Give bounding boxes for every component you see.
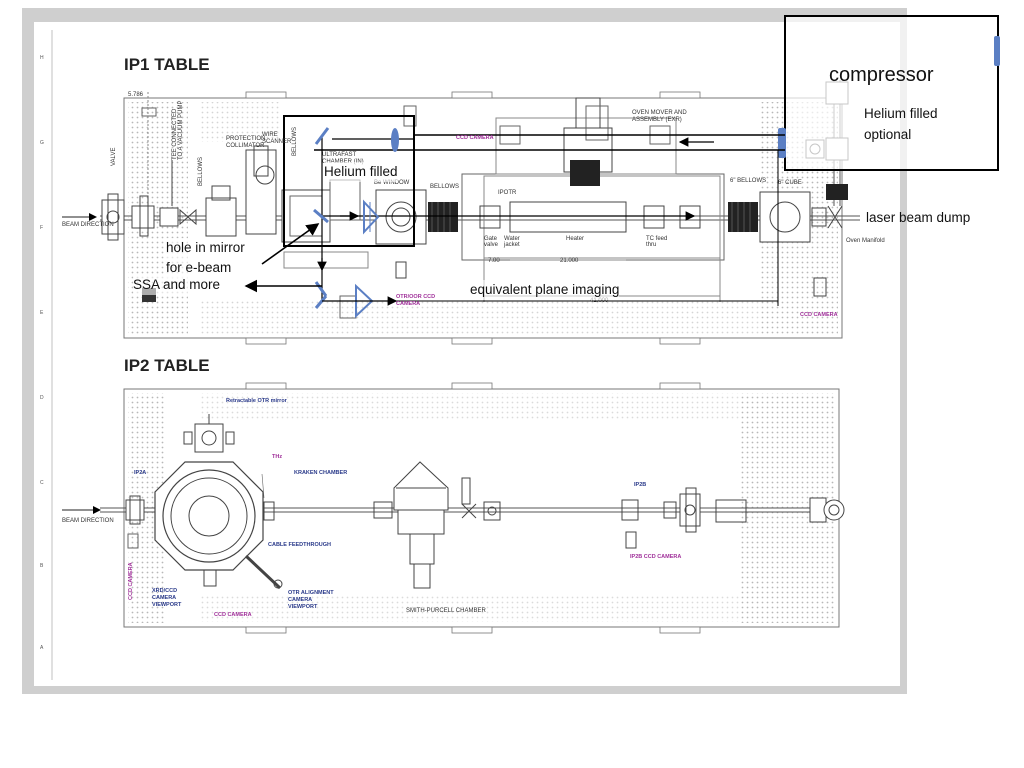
equivalent-plane-label: equivalent plane imaging <box>470 280 620 300</box>
ip2a-label: IP2A <box>134 470 147 476</box>
tc-feed-label: TC feed thru <box>646 236 668 248</box>
ip2b-camera-label: IP2B CCD CAMERA <box>630 554 682 560</box>
be-window-label: Be WINDOW <box>374 180 410 186</box>
xrd-camera-label: XRD/CCD CAMERA VIEWPORT <box>152 588 182 608</box>
compressor-label: compressor <box>829 64 934 86</box>
smith-purcell-label: SMITH-PURCELL CHAMBER <box>406 608 486 614</box>
row-label-e: E <box>40 310 44 316</box>
helium-optional-line1: Helium filled <box>864 106 938 121</box>
bellows-1-label: BELLOWS <box>198 156 204 186</box>
otr-alignment-label: OTR ALIGNMENT CAMERA VIEWPORT <box>288 590 334 610</box>
helium-optional-line2: optional <box>864 127 912 142</box>
retractable-otr-label: Retractable OTR mirror <box>226 398 287 404</box>
water-jacket-label: Water jacket <box>504 236 520 248</box>
row-label-c: C <box>40 480 44 486</box>
oven-manifold-label: Oven Manifold <box>846 238 885 244</box>
dimension-7-label: 7.00 <box>488 258 500 264</box>
ccd-camera-right-label: CCD CAMERA <box>800 312 838 318</box>
ip2b-label: IP2B <box>634 482 647 488</box>
ssa-label: SSA and more <box>133 275 221 295</box>
bellows-6-label: 6" BELLOWS <box>730 178 767 184</box>
tee-label: TEE CONNECTED TO A VACUUM PUMP <box>172 100 184 160</box>
dimension-5786-label: 5.786 <box>128 92 144 98</box>
bellows-3-label: BELLOWS <box>430 184 460 190</box>
row-label-g: G <box>40 140 44 146</box>
row-label-d: D <box>40 395 44 401</box>
row-label-h: H <box>40 55 44 61</box>
oven-assembly-label: OVEN MOVER AND ASSEMBLY (EXR) <box>632 110 687 123</box>
gate-valve-label: Gate valve <box>484 236 499 248</box>
protection-collimator-label: PROTECTION COLLIMATOR <box>226 136 266 149</box>
ip1-table-title: IP1 TABLE <box>124 55 210 74</box>
laser-beam-dump-label: laser beam dump <box>866 210 971 225</box>
otr-camera-label: OTR/OOR CCD CAMERA <box>396 294 436 307</box>
hole-in-mirror-line1: hole in mirror <box>166 238 245 258</box>
row-label-b: B <box>40 563 44 569</box>
optics-overlay <box>244 15 1000 319</box>
kraken-chamber-label: KRAKEN CHAMBER <box>294 470 348 476</box>
heater-label: Heater <box>566 236 585 242</box>
cube-6-label: 6" CUBE <box>778 180 802 186</box>
valve-label: VALVE <box>111 147 117 166</box>
cable-feedthrough-label: CABLE FEEDTHROUGH <box>268 542 331 548</box>
ip2-table-title: IP2 TABLE <box>124 356 210 375</box>
ip2-ccd-camera-label: CCD CAMERA <box>214 612 252 618</box>
dimension-21-label: 21.000 <box>560 258 579 264</box>
ip2-beam-direction-label: BEAM DIRECTION <box>62 518 114 524</box>
row-label-f: F <box>40 225 44 231</box>
ip2-table <box>62 382 845 634</box>
hole-in-mirror-line2: for e-beam <box>166 258 232 278</box>
thz-label: THz <box>272 454 283 460</box>
ip2-ccd-camera-left-label: CCD CAMERA <box>128 562 134 600</box>
row-label-a: A <box>40 645 44 651</box>
ip1-beam-direction-label: BEAM DIRECTION <box>62 222 114 228</box>
ccd-camera-top-label: CCD CAMERA <box>456 135 494 141</box>
bellows-2-label: BELLOWS <box>292 126 298 156</box>
ipotr-label: IPOTR <box>498 190 517 196</box>
dimension-41-label: 41.000 <box>590 298 609 304</box>
helium-filled-label: Helium filled <box>324 162 398 182</box>
wire-scanner-label: WIRE SCANNER <box>262 132 292 145</box>
